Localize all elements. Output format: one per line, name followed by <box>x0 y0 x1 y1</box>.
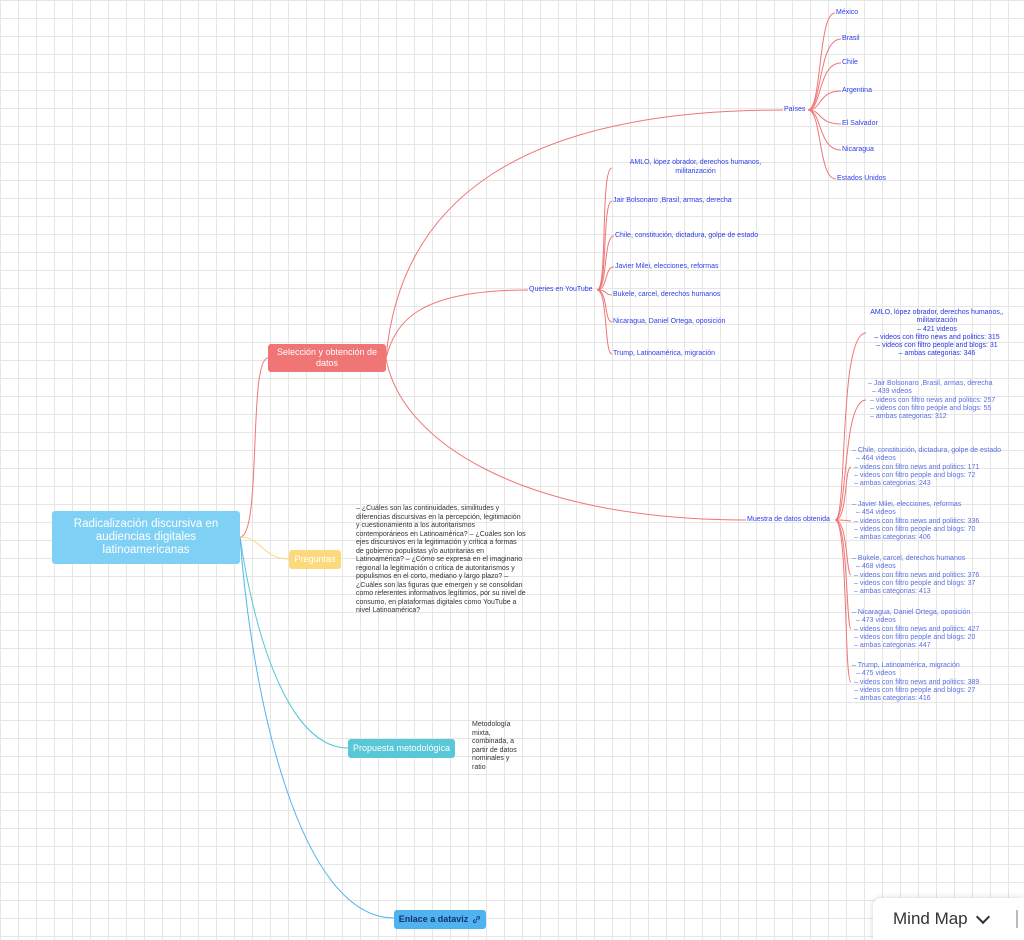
muestra-line: – Trump, Latinoamérica, migración <box>852 662 960 669</box>
query-item[interactable]: Bukele, carcel, derechos humanos <box>613 291 721 298</box>
muestra-line: – Javier Milei, elecciones, reformas <box>852 501 962 508</box>
pais-item[interactable]: Estados Unidos <box>837 175 887 182</box>
mindmap-label: Mind Map <box>893 909 968 928</box>
muestra-line: – ambas categorias: 413 <box>854 588 931 596</box>
mindmap-switcher[interactable]: Mind Map <box>873 898 1024 940</box>
node-muestra[interactable]: Muestra de datos obtenida <box>747 516 830 523</box>
link-icon <box>473 915 481 924</box>
query-item[interactable]: Chile, constitución, dictadura, golpe de… <box>615 232 759 239</box>
query-item[interactable]: Javier Milei, elecciones, reformas <box>615 263 719 270</box>
muestra-line: AMLO, lópez obrador, derechos humanos,, … <box>870 309 1004 325</box>
muestra-line: – 439 videos <box>872 388 912 396</box>
muestra-line: – ambas categorias: 406 <box>854 534 931 542</box>
propuesta-text: Metodología mixta, combinada, a partir d… <box>472 721 517 771</box>
muestra-line: – 468 videos <box>856 563 896 571</box>
muestra-line: – 475 videos <box>856 670 896 678</box>
muestra-item-bukele[interactable]: – Bukele, carcel, derechos humanos – 468… <box>852 555 979 596</box>
muestra-line: – ambas categorias: 243 <box>854 480 931 488</box>
edge-sel-paises <box>385 109 784 359</box>
node-propuesta[interactable]: Propuesta metodológica <box>348 739 455 758</box>
root-node[interactable]: Radicalización discursiva en audiencias … <box>52 511 240 564</box>
muestra-line: – videos con filtro news and politics: 4… <box>854 625 980 633</box>
query-item[interactable]: Trump, Latinoamérica, migración <box>613 350 716 357</box>
edge-root-preguntas <box>239 536 290 560</box>
muestra-line: – videos con filtro news and politics: 3… <box>874 333 1000 341</box>
chevron-down-icon[interactable] <box>975 909 990 924</box>
query-item[interactable]: AMLO, lópez obrador, derechos humanos, m… <box>629 159 762 175</box>
edge-root-enlace <box>239 536 395 919</box>
muestra-line: – Chile, constitución, dictadura, golpe … <box>852 447 1002 454</box>
edge-root-seleccion <box>239 357 269 538</box>
query-item[interactable]: Nicaragua, Daniel Ortega, oposición <box>613 318 726 325</box>
pais-item[interactable]: Chile <box>842 59 858 66</box>
muestra-line: – Jair Bolsonaro ,Brasil, armas, derecha <box>868 380 993 387</box>
muestra-line: – videos con filtro people and blogs: 31 <box>876 342 998 350</box>
muestra-line: – videos con filtro people and blogs: 70 <box>854 525 976 533</box>
pais-item[interactable]: Argentina <box>842 87 872 94</box>
muestra-line: – videos con filtro news and politics: 2… <box>870 396 996 404</box>
node-paises[interactable]: Países <box>784 106 806 113</box>
muestra-line: – videos con filtro people and blogs: 37 <box>854 579 976 587</box>
node-queries[interactable]: Queries en YouTube <box>529 286 593 293</box>
muestra-item-amlo[interactable]: AMLO, lópez obrador, derechos humanos,, … <box>867 309 1007 359</box>
muestra-line: – videos con filtro people and blogs: 20 <box>854 633 976 641</box>
edge-sel-muestra <box>385 357 747 521</box>
edge-sel-queries <box>385 289 529 359</box>
muestra-line: – ambas categorias: 447 <box>854 642 931 650</box>
pais-item[interactable]: El Salvador <box>842 120 878 127</box>
muestra-line: – videos con filtro news and politics: 3… <box>854 571 980 579</box>
muestra-item-chile[interactable]: – Chile, constitución, dictadura, golpe … <box>852 447 1001 488</box>
pais-item[interactable]: México <box>836 9 859 16</box>
muestra-line: – Bukele, carcel, derechos humanos <box>852 555 966 562</box>
enlace-label: Enlace a dataviz <box>398 914 469 924</box>
muestra-line: – ambas categorias: 346 <box>898 350 976 358</box>
pais-item[interactable]: Nicaragua <box>842 146 874 153</box>
muestra-line: – 473 videos <box>856 617 896 625</box>
muestra-line: – Nicaragua, Daniel Ortega, oposición <box>852 609 971 616</box>
node-enlace-dataviz[interactable]: Enlace a dataviz <box>394 910 486 929</box>
node-preguntas[interactable]: Preguntas <box>289 550 341 569</box>
muestra-line: – ambas categorias: 312 <box>870 413 947 421</box>
muestra-item-bolsonaro[interactable]: – Jair Bolsonaro ,Brasil, armas, derecha… <box>868 380 995 421</box>
node-seleccion[interactable]: Selección y obtención de datos <box>268 344 386 372</box>
muestra-line: – videos con filtro news and politics: 3… <box>854 517 980 525</box>
muestra-line: – 454 videos <box>856 509 896 517</box>
edge-root-propuesta <box>239 536 349 749</box>
muestra-line: – 421 videos <box>917 325 957 333</box>
muestra-line: – videos con filtro people and blogs: 72 <box>854 471 976 479</box>
muestra-item-nicaragua[interactable]: – Nicaragua, Daniel Ortega, oposición – … <box>852 609 979 650</box>
muestra-item-milei[interactable]: – Javier Milei, elecciones, reformas – 4… <box>852 501 979 542</box>
panel-divider <box>1016 910 1018 928</box>
muestra-line: – 464 videos <box>856 455 896 463</box>
muestra-item-trump[interactable]: – Trump, Latinoamérica, migración – 475 … <box>852 662 979 703</box>
muestra-line: – videos con filtro people and blogs: 55 <box>870 404 992 412</box>
preguntas-text: – ¿Cuáles son las continuidades, similit… <box>356 505 526 614</box>
muestra-line: – videos con filtro news and politics: 1… <box>854 463 980 471</box>
query-item[interactable]: Jair Bolsonaro ,Brasil, armas, derecha <box>613 197 732 204</box>
muestra-line: – videos con filtro news and politics: 3… <box>854 678 980 686</box>
muestra-line: – videos con filtro people and blogs: 27 <box>854 686 976 694</box>
muestra-line: – ambas categorias: 416 <box>854 695 931 703</box>
pais-item[interactable]: Brasil <box>842 35 860 42</box>
